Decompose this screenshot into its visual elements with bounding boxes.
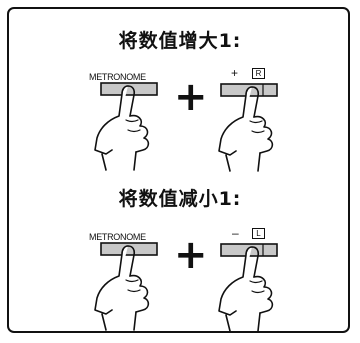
- pressing-hand-icon-4: [218, 246, 274, 332]
- metronome-key-increase: [100, 82, 158, 96]
- instruction-frame: [7, 7, 350, 333]
- metronome-key-decrease: [100, 242, 158, 256]
- plus-sign-increase: +: [174, 74, 208, 120]
- pressing-hand-icon-3: [94, 245, 150, 331]
- l-key-letter: L: [252, 228, 265, 239]
- decrease-heading: 将数值减小1:: [118, 188, 242, 210]
- r-key-letter: R: [252, 68, 265, 79]
- plus-symbol-icon: +: [231, 66, 239, 80]
- pressing-hand-icon-2: [218, 86, 274, 172]
- plus-sign-decrease: +: [174, 232, 208, 278]
- pressing-hand-icon-1: [94, 85, 150, 171]
- metronome-key-label-increase: METRONOME: [89, 72, 146, 82]
- metronome-key-label-decrease: METRONOME: [89, 232, 146, 242]
- minus-symbol-icon: –: [232, 226, 239, 240]
- increase-heading: 将数值增大1:: [118, 30, 242, 52]
